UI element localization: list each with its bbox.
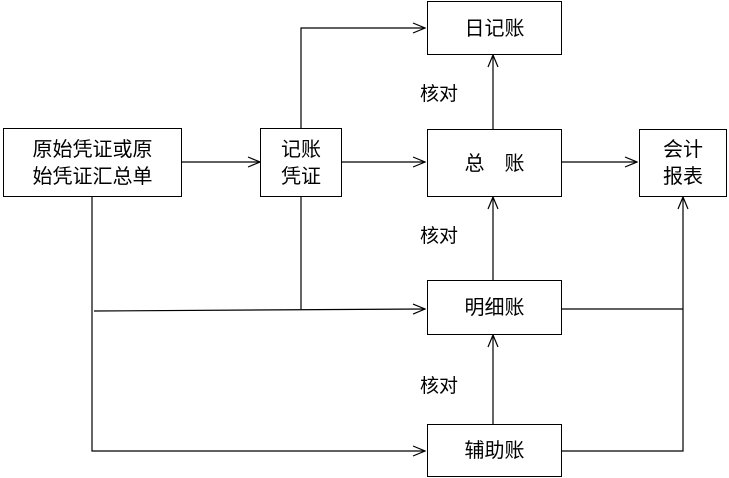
- voucher-box: 记账 凭证: [260, 128, 342, 197]
- report-line2: 报表: [663, 164, 703, 188]
- detail-ledger-label: 明细账: [464, 295, 525, 319]
- reconcile-label-top: 核对: [420, 83, 459, 105]
- report-line1: 会计: [663, 137, 703, 161]
- detail-ledger-box: 明细账: [427, 280, 562, 335]
- arrow-source-to-auxiliary: [91, 197, 425, 451]
- arrow-source-to-detail: [93, 309, 425, 311]
- source-document-line2: 始凭证汇总单: [32, 163, 153, 188]
- arrow-voucher-to-journal: [300, 28, 425, 128]
- report-box: 会计 报表: [639, 129, 727, 197]
- journal-box: 日记账: [427, 1, 562, 55]
- reconcile-label-middle: 核对: [420, 225, 459, 247]
- source-document-line1: 原始凭证或原: [32, 136, 153, 161]
- general-ledger-box: 总 账: [427, 129, 562, 197]
- reconcile-label-bottom: 核对: [420, 375, 459, 397]
- arrow-auxiliary-to-report: [562, 197, 683, 452]
- voucher-line2: 凭证: [281, 163, 321, 188]
- journal-label: 日记账: [464, 15, 525, 40]
- general-ledger-label: 总 账: [464, 150, 525, 175]
- auxiliary-ledger-label: 辅助账: [464, 438, 525, 462]
- voucher-line1: 记账: [281, 136, 321, 161]
- auxiliary-ledger-box: 辅助账: [427, 424, 562, 477]
- source-document-box: 原始凭证或原 始凭证汇总单: [3, 128, 182, 197]
